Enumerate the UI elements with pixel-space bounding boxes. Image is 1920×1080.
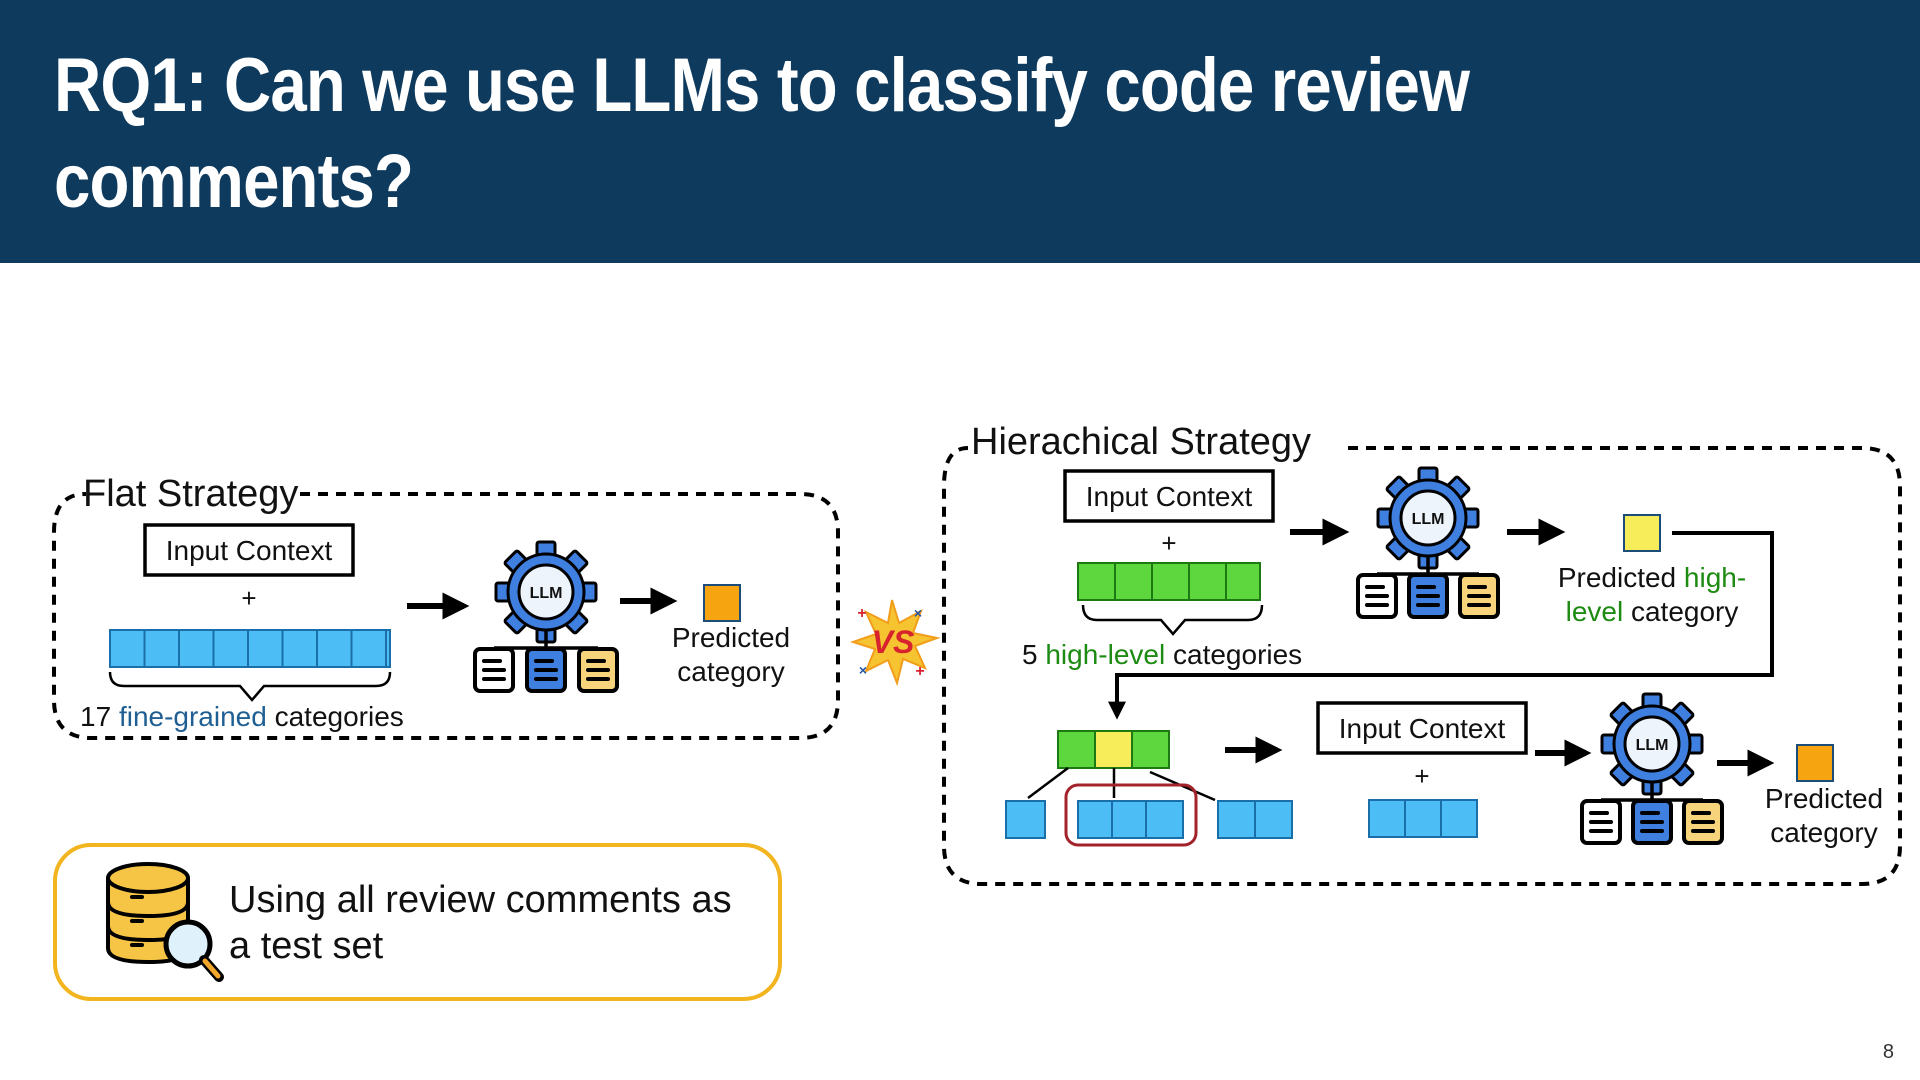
- flat-llm-icon: LLM: [473, 540, 619, 693]
- vs-badge: VS + × × +: [849, 599, 941, 687]
- hier-plus: +: [1161, 528, 1176, 558]
- hier-high-output-highlight2: level: [1566, 596, 1624, 627]
- hier-llm-label: LLM: [1412, 511, 1445, 528]
- hier-second-fine-grained-boxes: [1368, 799, 1478, 838]
- flat-llm-label: LLM: [530, 585, 563, 602]
- hier-category-count: 5: [1022, 639, 1038, 670]
- vs-label: VS: [872, 624, 915, 660]
- flat-output-line1: Predicted: [672, 622, 790, 653]
- database-search-icon: [106, 862, 224, 982]
- flat-output-box: [703, 584, 741, 622]
- hier-llm-icon: LLM: [1356, 466, 1500, 619]
- page-number: 8: [1882, 1041, 1894, 1063]
- hier-final-output-line2: category: [1770, 817, 1877, 848]
- slide-header: RQ1: Can we use LLMs to classify code re…: [0, 0, 1920, 263]
- hier-high-output-prefix: Predicted: [1558, 562, 1676, 593]
- hier-category-suffix: categories: [1173, 639, 1302, 670]
- hier-high-level-boxes: [1077, 562, 1261, 601]
- callout-border: [53, 843, 782, 1001]
- hierarchical-strategy-panel: Hierachical Strategy Input Context + 5 h…: [942, 421, 1902, 886]
- hier-final-output-box: [1796, 744, 1834, 782]
- hier-input-context-box: [1063, 469, 1275, 523]
- callout-line2: a test set: [229, 925, 384, 967]
- hier-second-input-context-box: [1316, 701, 1528, 755]
- flat-fine-grained-boxes: [109, 629, 391, 668]
- flat-brace: [108, 671, 392, 702]
- hier-high-output-suffix: category: [1631, 596, 1738, 627]
- svg-text:×: ×: [914, 605, 922, 621]
- slide-title: RQ1: Can we use LLMs to classify code re…: [54, 43, 1470, 224]
- hier-brace: [1081, 604, 1264, 636]
- callout-line1: Using all review comments as: [229, 879, 732, 921]
- hierarchical-strategy-border: [942, 446, 1902, 886]
- hier-category-highlight: high-level: [1045, 639, 1165, 670]
- flat-strategy-panel: Flat Strategy Input Context + 17 fine-gr…: [52, 473, 840, 740]
- flat-category-highlight: fine-grained: [119, 701, 267, 732]
- hier-second-llm-label: LLM: [1636, 737, 1669, 754]
- hier-second-plus: +: [1414, 761, 1429, 791]
- hier-high-output-highlight1: high-: [1684, 562, 1746, 593]
- flat-input-context-label: Input Context: [166, 535, 333, 566]
- flat-category-caption: 17 fine-grained categories: [80, 701, 404, 732]
- flat-category-suffix: categories: [275, 701, 404, 732]
- hier-high-output-line1: Predicted high-: [1558, 562, 1746, 593]
- hier-second-llm-icon: LLM: [1580, 692, 1724, 845]
- hier-selected-high-level-boxes: [1057, 730, 1170, 769]
- flat-category-count: 17: [80, 701, 111, 732]
- hier-high-output-box: [1623, 514, 1661, 552]
- flat-strategy-label: Flat Strategy: [83, 473, 298, 515]
- flat-plus: +: [241, 583, 256, 613]
- svg-text:+: +: [857, 605, 866, 622]
- hier-selected-group-outline: [1064, 783, 1198, 847]
- test-set-callout: Using all review comments as a test set: [53, 843, 782, 1001]
- hier-fine-grained-boxes: [1005, 800, 1293, 839]
- hierarchical-strategy-label: Hierachical Strategy: [971, 421, 1311, 463]
- flat-input-context-box: [143, 523, 355, 577]
- hier-feedback-connector: [1108, 531, 1774, 720]
- svg-text:×: ×: [859, 662, 867, 678]
- hier-final-output-line1: Predicted: [1765, 783, 1883, 814]
- hier-second-input-context-label: Input Context: [1339, 713, 1506, 744]
- hier-high-output-line2: level category: [1566, 596, 1739, 627]
- flat-output-line2: category: [677, 656, 784, 687]
- hier-input-context-label: Input Context: [1086, 481, 1253, 512]
- svg-text:+: +: [915, 663, 924, 680]
- hier-category-caption: 5 high-level categories: [1022, 639, 1302, 670]
